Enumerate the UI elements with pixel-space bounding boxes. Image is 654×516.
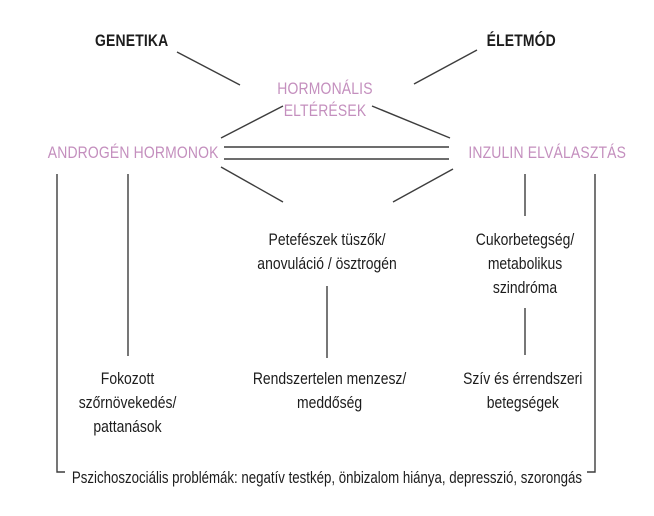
node-cukorbetegseg: Cukorbetegség/ metabolikus szindróma bbox=[415, 228, 635, 300]
node-cukorbetegseg-label: Cukorbetegség/ metabolikus szindróma bbox=[475, 230, 575, 297]
bracket-left-psycho bbox=[56, 174, 65, 473]
line-inzulin-petefeszek bbox=[392, 168, 454, 203]
node-hormonalis-elteresek-label: HORMONÁLIS ELTÉRÉSEK bbox=[277, 79, 373, 120]
line-genetika-hormonalis bbox=[176, 51, 241, 86]
bracket-right-psycho bbox=[587, 174, 596, 473]
node-hormonalis-elteresek: HORMONÁLIS ELTÉRÉSEK bbox=[215, 78, 435, 122]
node-petefeszek: Petefészek tüszők/ anovuláció / ösztrogé… bbox=[217, 228, 437, 276]
node-pszichoszocialis-problemak: Pszichoszociális problémák: negatív test… bbox=[0, 466, 654, 490]
node-pszichoszocialis-problemak-label: Pszichoszociális problémák: negatív test… bbox=[71, 468, 583, 487]
node-sziv-errendszeri: Szív és érrendszeri betegségek bbox=[413, 367, 633, 415]
node-petefeszek-label: Petefészek tüszők/ anovuláció / ösztrogé… bbox=[257, 230, 397, 273]
node-genetika-label: GENETIKA bbox=[95, 31, 169, 50]
node-androgen-hormonok: ANDROGÉN HORMONOK bbox=[23, 142, 243, 164]
node-inzulin-elvalasztas: INZULIN ELVÁLASZTÁS bbox=[437, 142, 654, 164]
node-inzulin-elvalasztas-label: INZULIN ELVÁLASZTÁS bbox=[468, 143, 626, 162]
node-fokozott-szornovekedes: Fokozott szőrnövekedés/ pattanások bbox=[18, 367, 238, 439]
node-fokozott-szornovekedes-label: Fokozott szőrnövekedés/ pattanások bbox=[79, 369, 177, 436]
node-androgen-hormonok-label: ANDROGÉN HORMONOK bbox=[47, 143, 219, 162]
node-genetika: GENETIKA bbox=[22, 30, 242, 52]
line-hormonalis-inzulin bbox=[371, 105, 451, 139]
node-rendszertelen-menzesz-label: Rendszertelen menzesz/ meddőség bbox=[253, 369, 407, 412]
node-eletmod: ÉLETMÓD bbox=[411, 30, 631, 52]
line-hormonalis-androgen bbox=[220, 105, 284, 139]
line-eletmod-hormonalis bbox=[413, 49, 478, 85]
node-eletmod-label: ÉLETMÓD bbox=[486, 31, 556, 50]
node-rendszertelen-menzesz: Rendszertelen menzesz/ meddőség bbox=[220, 367, 440, 415]
line-androgen-petefeszek bbox=[220, 166, 284, 203]
node-sziv-errendszeri-label: Szív és érrendszeri betegségek bbox=[463, 369, 583, 412]
